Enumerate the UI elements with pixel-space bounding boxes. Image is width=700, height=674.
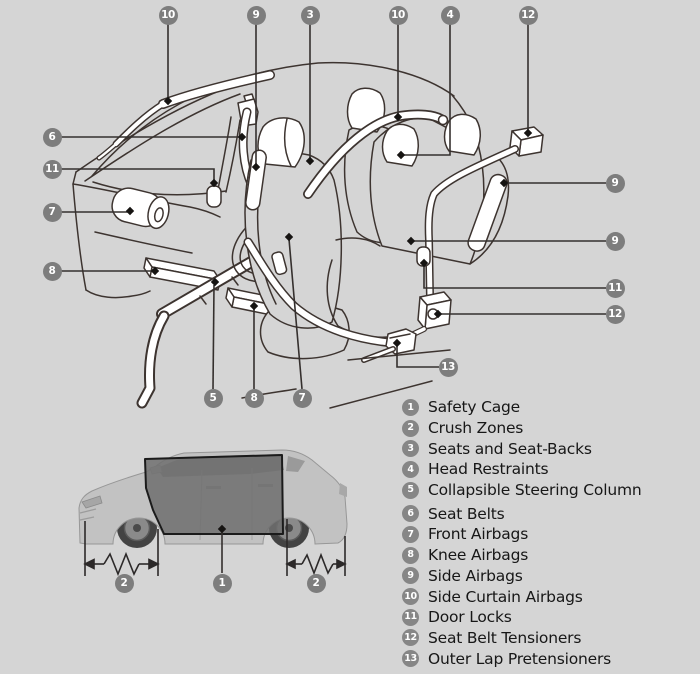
callout-badge: 11 [42,159,62,179]
legend-item-label: Seats and Seat-Backs [428,439,592,458]
legend-item-label: Seat Belts [428,504,505,523]
legend-item-number: 10 [402,588,419,606]
floor-line-1 [347,349,451,361]
callout-badge: 2 [306,573,326,593]
interior-line-art [72,61,544,409]
rear-bench-side-edge [469,157,510,265]
legend-item-number: 5 [402,481,419,499]
seat-belt-tensioner-bottom [417,291,452,330]
side-airbag-front-left [245,149,267,211]
driver-headrest-crease [283,118,292,167]
callout-badge: 7 [292,388,312,408]
legend-item-number: 13 [402,650,419,668]
driver-headrest [257,117,305,168]
legend-item-label: Knee Airbags [428,546,529,565]
legend-item-label: Side Curtain Airbags [428,587,583,606]
legend-item: 13 Outer Lap Pretensioners [402,648,641,669]
roof-edge [91,61,455,177]
legend-item-number: 8 [402,546,419,564]
floor-line-2 [329,380,433,409]
callout-badge: 12 [605,304,625,324]
legend-item: 1 Safety Cage [402,397,641,418]
legend-item-label: Collapsible Steering Column [428,481,642,500]
dash-inner-line [94,231,193,254]
callout-badge: 10 [388,5,408,25]
dash-left-edge [72,183,87,291]
callout-badge: 2 [114,573,134,593]
callout-badge: 9 [605,173,625,193]
rear-seat-belt-strap [424,145,519,302]
legend-item-number: 6 [402,505,419,523]
callout-badge: 10 [158,5,178,25]
car-rear-quarter-window [286,456,305,472]
legend-item-label: Door Locks [428,608,512,627]
legend-item-label: Side Airbags [428,566,523,585]
legend-item: 10 Side Curtain Airbags [402,586,641,607]
side-airbag-rear [467,173,508,252]
car-taillight [339,483,347,497]
dash-front-airbag-cylinder [111,187,170,230]
legend-item-label: Front Airbags [428,525,529,544]
legend-item-number: 1 [402,398,419,416]
legend-item-label: Head Restraints [428,460,549,479]
legend-item: 3 Seats and Seat-Backs [402,438,641,459]
callout-badge: 8 [42,261,62,281]
rear-headrest-right [443,113,481,156]
legend-item-label: Outer Lap Pretensioners [428,649,611,668]
legend-item-number: 9 [402,567,419,585]
legend-item: 9 Side Airbags [402,566,641,587]
outer-lap-pretensioner [361,328,417,363]
legend-item: 8 Knee Airbags [402,545,641,566]
legend-item-number: 2 [402,419,419,437]
legend-item: 2 Crush Zones [402,418,641,439]
rear-cushion-line-1 [326,259,339,327]
callout-badge: 4 [440,5,460,25]
callout-badge: 11 [605,278,625,298]
car-grille-line-1 [79,508,97,514]
door-frame-line-2 [217,116,232,191]
rear-cushion-line-3 [335,237,381,247]
legend-item: 12 Seat Belt Tensioners [402,628,641,649]
legend-item: 5 Collapsible Steering Column [402,480,642,501]
legend-item-number: 7 [402,525,419,543]
callout-badge: 8 [244,388,264,408]
legend-item-number: 4 [402,460,419,478]
front-door-lock-knob [206,185,222,208]
crush-zone-springs [83,519,347,577]
legend-item-label: Crush Zones [428,419,524,438]
car-headlight [81,495,103,509]
dash-top-edge [72,171,221,218]
rear-headrest-left [381,123,419,167]
callout-badge: 3 [300,5,320,25]
windshield-sill [92,181,227,196]
leader-lines [61,24,606,573]
callout-badge: 1 [212,573,232,593]
driver-seat-back [244,151,343,329]
callout-badge: 7 [42,202,62,222]
callout-badge: 9 [246,5,266,25]
callout-badge: 5 [203,388,223,408]
callout-badge: 12 [518,5,538,25]
right-curtain-airbag [303,109,449,199]
door-frame-line-1 [225,119,241,193]
legend: 1 Safety Cage 2 Crush Zones 3 Seats and … [402,397,642,669]
dash-bottom-edge [85,289,151,299]
callout-badge: 6 [42,127,62,147]
legend-item-label: Seat Belt Tensioners [428,628,582,647]
legend-item: 6 Seat Belts [402,503,641,524]
legend-item: 7 Front Airbags [402,524,641,545]
suv-side-view [78,449,348,577]
safety-cage-overlay [144,454,284,535]
callout-badge: 9 [605,231,625,251]
legend-item-label: Safety Cage [428,398,521,417]
belt-buckle [271,251,288,276]
legend-item-number: 11 [402,608,419,626]
callout-badge: 13 [438,357,458,377]
legend-item-number: 3 [402,440,419,458]
car-grille-line-2 [79,516,95,521]
legend-item: 11 Door Locks [402,607,641,628]
legend-item-number: 12 [402,629,419,647]
legend-item: 4 Head Restraints [402,459,641,480]
